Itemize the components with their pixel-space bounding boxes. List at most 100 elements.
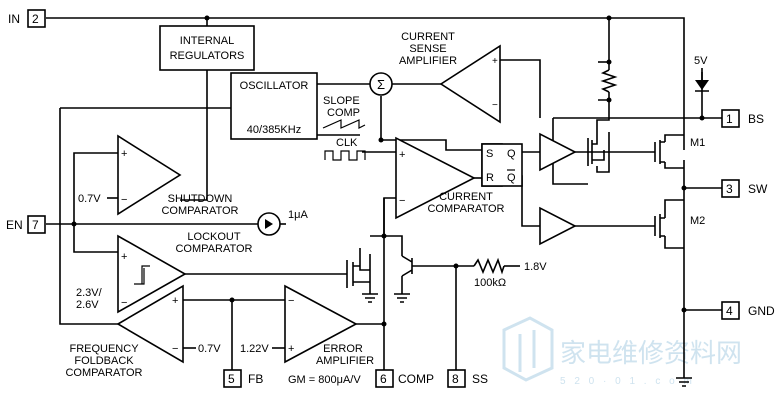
r100k-label: 100kΩ [474,277,506,289]
slope-comp-label: SLOPE COMP [322,95,366,129]
current-sense-amplifier: + − CURRENT SENSE AMPLIFIER [399,31,501,124]
slope-comp-line1: SLOPE [323,95,360,107]
sum-symbol: Σ [377,77,385,92]
lockout-line1: LOCKOUT [187,231,240,243]
svg-text:−: − [288,295,294,307]
oscillator-freq: 40/385KHz [247,124,301,136]
pin-bs: 1 BS [721,109,764,128]
m2-label: M2 [690,215,705,227]
pin-in-name: IN [8,12,20,26]
csa-line2: SENSE [409,43,446,55]
latch-q: Q [507,148,516,160]
pin-en-num: 7 [32,218,39,232]
latch-s: S [486,148,493,160]
m1-fet: M1 [654,137,705,164]
pin-gnd: 4 GND [721,301,775,320]
svg-text:+: + [492,56,498,67]
error-amp-line2: AMPLIFIER [316,355,374,367]
shutdown-line2: COMPARATOR [161,205,238,217]
slope-comp-line2: COMP [327,107,360,119]
m1-label: M1 [690,137,705,149]
ground-symbols [362,293,692,387]
foldback-line2: FOLDBACK [74,355,134,367]
v122-label: 1.22V [240,343,269,355]
pin-sw-name: SW [748,182,768,196]
pin-ss: 8 SS [447,369,488,388]
svg-text:−: − [121,297,127,309]
internal-regulators-line1: INTERNAL [180,35,234,47]
wires [46,17,722,378]
pin-sw: 3 SW [721,179,768,198]
junctions [71,15,705,327]
internal-regulators-line2: REGULATORS [170,50,245,62]
pin-in-num: 2 [32,12,39,26]
watermark: 家电维修资料网 5 2 0 · 0 1 . c o m [502,316,742,387]
freq-foldback-comparator: + − 0.7V FREQUENCY FOLDBACK COMPARATOR [65,284,221,379]
pin-sw-num: 3 [726,182,733,196]
lockout-ref-1: 2.3V/ [76,287,103,299]
sense-resistor [600,69,618,93]
current-source: 1μA [257,209,308,236]
pin-gnd-num: 4 [726,304,733,318]
pin-fb-name: FB [248,372,263,386]
v18-label: 1.8V [524,261,547,273]
pin-fb: 5 FB [223,369,263,388]
lockout-nmos [346,260,370,288]
svg-text:+: + [288,343,294,355]
clk-label: CLK [324,137,366,161]
pin-ss-num: 8 [452,372,459,386]
svg-text:−: − [121,194,127,206]
v5-label: 5V [694,55,708,67]
oscillator-name: OSCILLATOR [240,80,309,92]
svg-text:+: + [399,149,405,161]
shutdown-comparator: + − 0.7V SHUTDOWN COMPARATOR [78,134,239,217]
lockout-line2: COMPARATOR [175,243,252,255]
lockout-comparator: + − LOCKOUT COMPARATOR 2.3V/ 2.6V [76,231,253,314]
v07-shutdown: 0.7V [78,193,101,205]
i1ua-label: 1μA [288,209,308,221]
svg-text:−: − [492,100,498,111]
v07-foldback: 0.7V [198,343,221,355]
pin-bs-name: BS [748,112,764,126]
foldback-line1: FREQUENCY [69,343,139,355]
pin-en-name: EN [6,218,23,232]
m2-fet: M2 [654,214,705,238]
csa-line1: CURRENT [401,31,455,43]
bootstrap-diode: 5V [694,55,709,92]
pin-gnd-name: GND [748,304,775,318]
current-comp-line1: CURRENT [439,191,493,203]
sr-latch: S R Q Q [481,143,523,187]
foldback-line3: COMPARATOR [65,367,142,379]
svg-text:−: − [399,195,405,207]
lockout-ref-2: 2.6V [76,299,99,311]
summing-node: Σ [369,72,393,96]
level-shift-fets [587,132,610,173]
svg-text:−: − [172,343,178,355]
gm-label: GM = 800μA/V [288,374,361,386]
csa-line3: AMPLIFIER [399,55,457,67]
watermark-text: 家电维修资料网 [560,339,742,369]
error-amp-line1: ERROR [323,343,363,355]
svg-text:+: + [172,295,178,307]
shutdown-line1: SHUTDOWN [168,193,233,205]
pin-in: IN 2 [8,9,46,28]
pin-en: EN 7 [6,215,46,234]
pin-ss-name: SS [472,372,488,386]
high-side-driver [539,132,577,172]
pin-comp-num: 6 [380,372,387,386]
internal-regulators-block: INTERNAL REGULATORS [159,25,255,71]
oscillator-block: OSCILLATOR 40/385KHz [230,72,318,140]
latch-qbar: Q [507,172,516,184]
pin-fb-num: 5 [228,372,235,386]
watermark-url: 5 2 0 · 0 1 . c o m [560,376,695,387]
clk-text: CLK [336,137,358,149]
pin-bs-num: 1 [726,112,733,126]
svg-text:+: + [121,251,127,263]
svg-text:+: + [121,148,127,160]
low-side-driver [539,206,577,246]
pin-comp-name: COMP [398,372,434,386]
latch-r: R [486,172,494,184]
ss-resistor: 1.8V 100kΩ [473,257,547,289]
error-amplifier: − + 1.22V ERROR AMPLIFIER GM = 800μA/V [240,284,374,386]
